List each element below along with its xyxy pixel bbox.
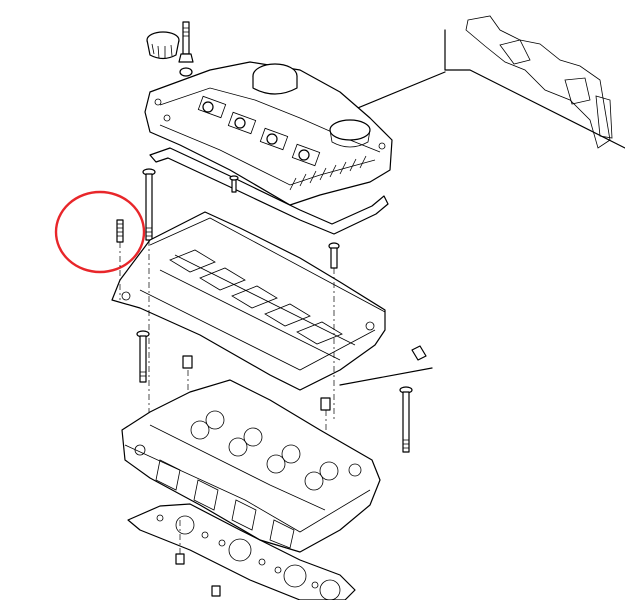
breather-stud xyxy=(178,21,194,77)
carrier-bolt xyxy=(328,242,340,269)
long-bolt-left xyxy=(142,168,156,241)
head-gasket xyxy=(127,503,356,600)
valve-cover xyxy=(144,61,393,206)
dowel-pin xyxy=(411,345,427,361)
highlight-circle xyxy=(54,190,146,274)
inset-bracket-detail xyxy=(444,15,625,149)
cylinder-head xyxy=(121,379,381,553)
highlighted-stud xyxy=(116,219,124,243)
sleeve-nut-right xyxy=(320,397,331,411)
side-leader-line xyxy=(339,367,433,386)
long-bolt-right xyxy=(399,386,413,453)
cover-bolt xyxy=(229,175,239,193)
camshaft-carrier xyxy=(111,211,386,391)
long-bolt-center-left xyxy=(136,330,150,383)
bottom-dowel xyxy=(175,553,221,597)
sleeve-nut xyxy=(182,355,193,369)
cover-gasket xyxy=(149,147,389,235)
oil-filler-cap xyxy=(146,31,180,60)
